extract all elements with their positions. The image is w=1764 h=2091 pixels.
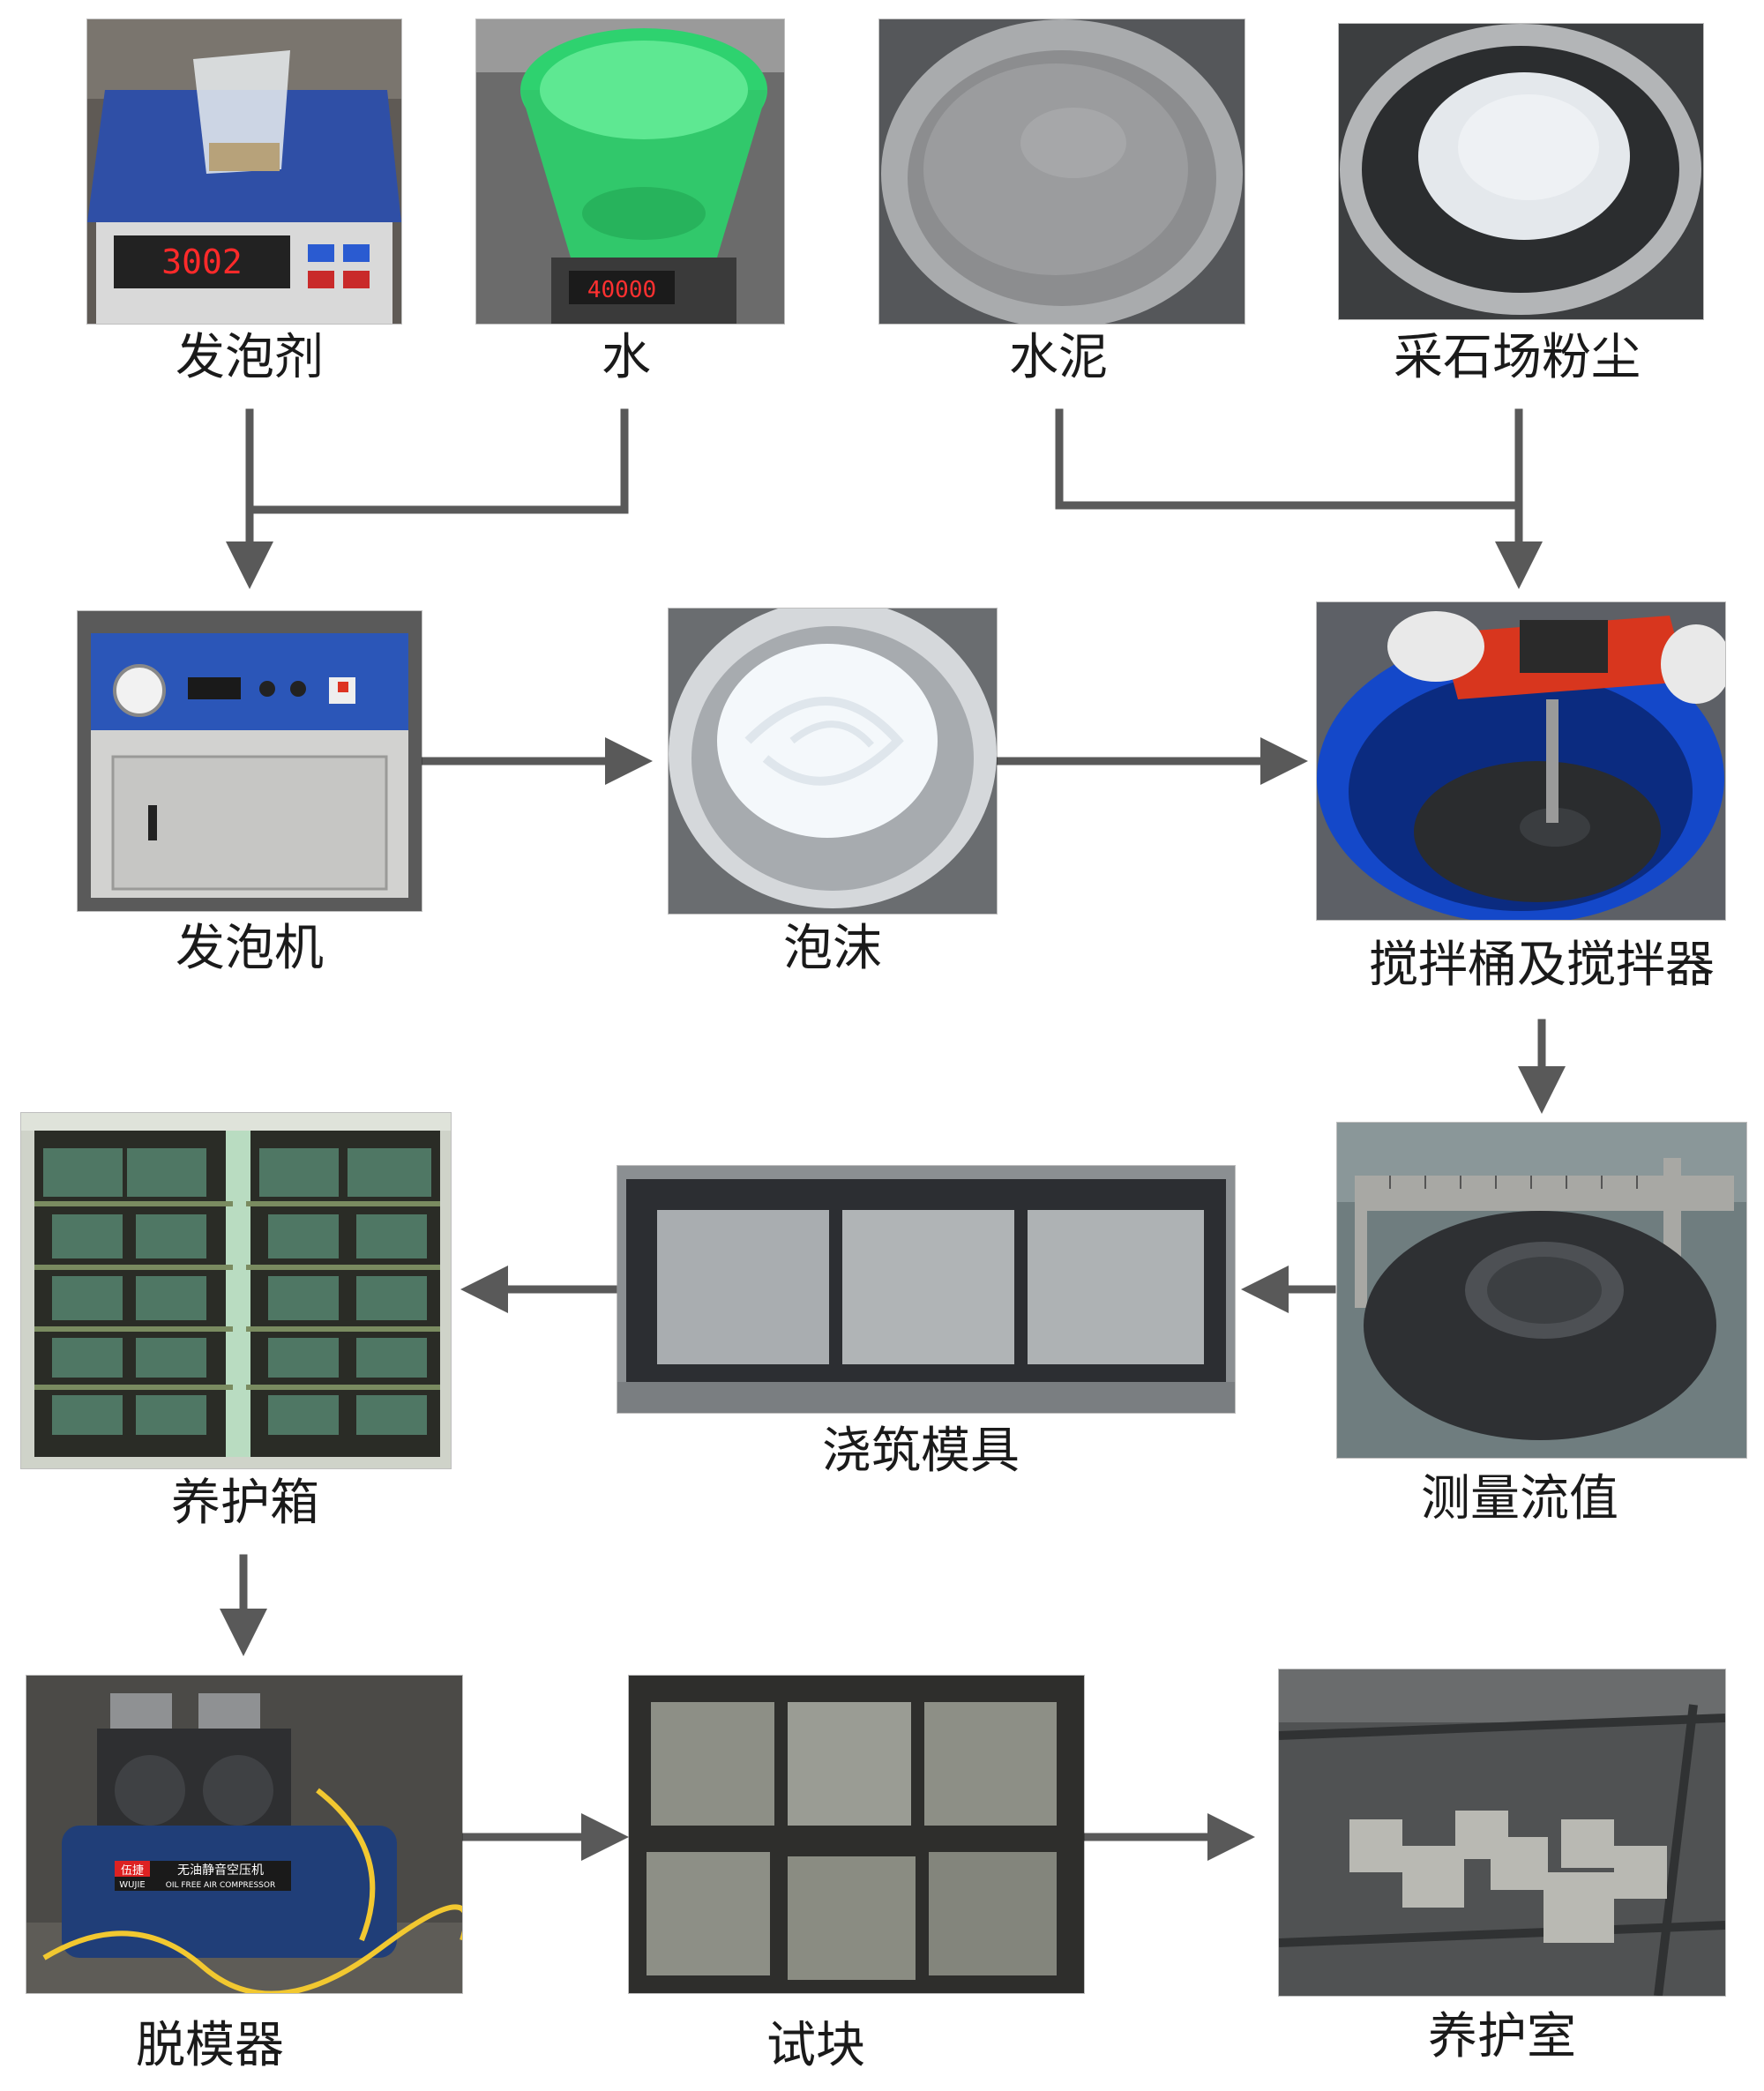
water-photo: 40000 (476, 19, 784, 324)
foaming-agent-photo: 3002 (87, 19, 401, 324)
curing-box-photo (21, 1113, 451, 1468)
curing-box-label: 养护箱 (148, 1479, 342, 1528)
foaming-machine-label: 发泡机 (153, 924, 347, 974)
casting-mold-photo (617, 1166, 1235, 1413)
cement-photo (879, 19, 1245, 324)
demolder-label: 脱模器 (113, 2021, 307, 2071)
water-scale-display: 40000 (587, 277, 656, 303)
scale-display: 3002 (161, 243, 243, 281)
test-block-photo (629, 1676, 1084, 1993)
connector-agent-water (250, 413, 624, 510)
curing-room-label: 养护室 (1405, 2013, 1599, 2062)
cement-label: 水泥 (970, 333, 1147, 383)
demolder-photo: 伍捷 WUJIE 无油静音空压机 OIL FREE AIR COMPRESSOR (26, 1676, 462, 1993)
foaming-agent-label: 发泡剂 (161, 333, 338, 383)
water-label: 水 (564, 333, 688, 383)
foaming-machine-photo (78, 611, 422, 911)
test-block-label: 试块 (754, 2021, 878, 2071)
mixer-photo (1317, 602, 1725, 920)
compressor-model-en: OIL FREE AIR COMPRESSOR (166, 1881, 275, 1890)
foam-label: 泡沫 (753, 924, 912, 974)
quarry-dust-photo (1339, 24, 1703, 319)
compressor-model: 无油静音空压机 (177, 1863, 264, 1878)
flow-measure-photo (1337, 1123, 1746, 1458)
flow-measure-label: 测量流值 (1396, 1475, 1643, 1524)
compressor-brand-latin: WUJIE (119, 1880, 145, 1890)
connector-cement-dust (1059, 413, 1519, 505)
casting-mold-label: 浇筑模具 (806, 1427, 1035, 1476)
quarry-dust-label: 采石场粉尘 (1367, 333, 1667, 383)
mixer-label: 搅拌桶及搅拌器 (1352, 941, 1731, 990)
compressor-brand: 伍捷 (121, 1864, 144, 1878)
curing-room-photo (1279, 1669, 1725, 1996)
foam-photo (669, 609, 997, 914)
